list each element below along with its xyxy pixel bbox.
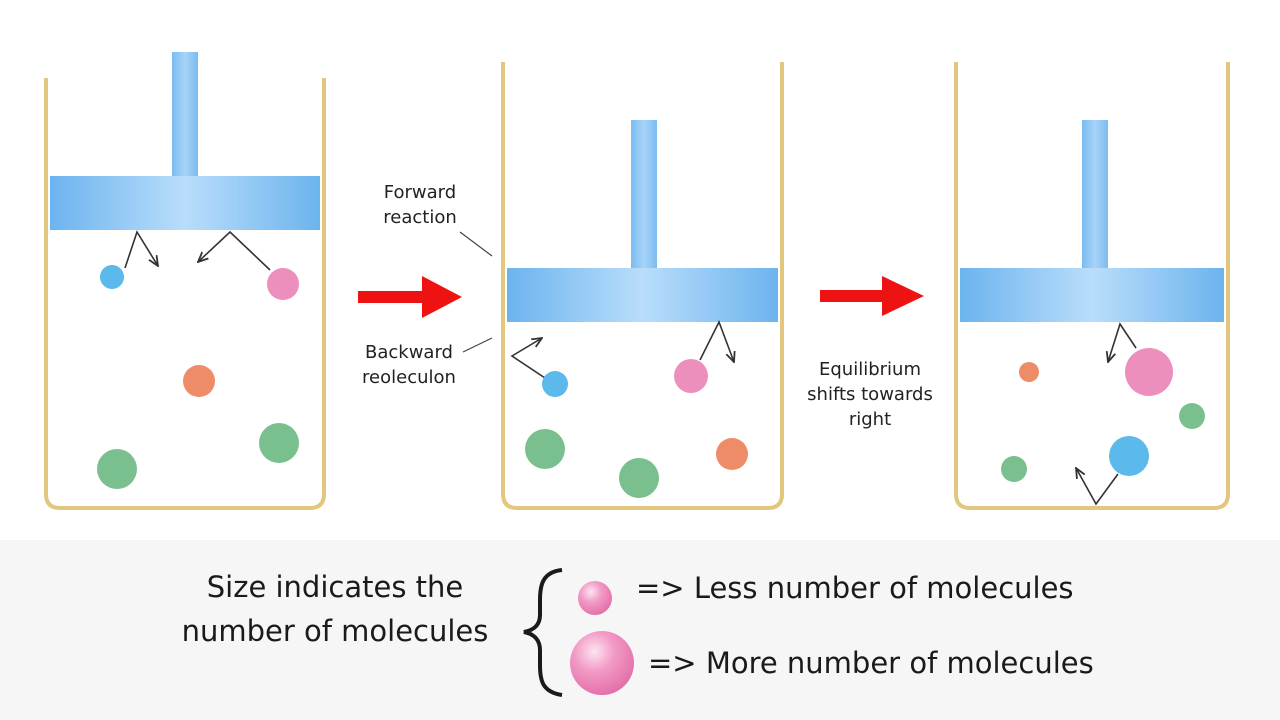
equilibrium-label-line1: Equilibrium — [819, 359, 921, 380]
legend-small-sphere-icon — [578, 581, 612, 615]
beaker-3-bounce-arrow-bottom — [1076, 468, 1119, 506]
molecule-blue — [542, 371, 568, 397]
beaker-2-piston-rod — [631, 120, 657, 270]
red-arrow-1-shaft — [358, 291, 426, 303]
legend-background — [0, 540, 1280, 720]
legend-more-label: => More number of molecules — [648, 646, 1094, 680]
beaker-1-wall — [44, 78, 326, 510]
equilibrium-label-line2: shifts towards — [807, 384, 933, 405]
legend-size-caption: Size indicates the number of molecules — [150, 565, 520, 653]
legend-brace — [523, 568, 563, 697]
beaker-2-bounce-arrow-left — [510, 338, 546, 379]
backward-label-line1: Backward — [365, 342, 453, 363]
legend-less-label: => Less number of molecules — [636, 571, 1074, 605]
beaker-2-piston — [507, 268, 778, 322]
beaker-3-piston — [960, 268, 1224, 322]
beaker-1-bounce-arrow-right — [198, 230, 271, 271]
molecule-blue — [100, 265, 124, 289]
red-arrow-2-shaft — [820, 290, 886, 302]
beaker-2 — [501, 62, 784, 510]
beaker-1-piston — [50, 176, 320, 230]
molecule-green — [97, 449, 137, 489]
molecule-green — [1179, 403, 1205, 429]
beaker-3-bounce-arrow-top — [1108, 322, 1137, 362]
forward-label-line1: Forward — [383, 182, 457, 203]
beaker-3-piston-rod — [1082, 120, 1108, 270]
beaker-1-piston-rod — [172, 52, 198, 178]
molecule-orange — [716, 438, 748, 470]
legend-large-sphere-icon — [570, 631, 634, 695]
molecule-pink — [674, 359, 708, 393]
molecule-green — [259, 423, 299, 463]
molecule-green — [525, 429, 565, 469]
backward-pointer-line — [462, 337, 493, 353]
molecule-pink — [267, 268, 299, 300]
backward-reaction-label: Backward reoleculon — [348, 340, 470, 390]
forward-pointer-line — [459, 231, 493, 257]
molecule-orange — [1019, 362, 1039, 382]
molecule-orange — [183, 365, 215, 397]
beaker-2-bounce-arrow-right — [699, 320, 734, 362]
red-arrow-1 — [358, 276, 462, 318]
beaker-1 — [44, 52, 326, 510]
backward-label-line2: reoleculon — [362, 367, 456, 388]
red-arrow-2-head — [882, 276, 924, 316]
legend-size-line2: number of molecules — [181, 614, 489, 648]
forward-reaction-label: Forward reaction — [360, 180, 480, 230]
molecule-green — [1001, 456, 1027, 482]
equilibrium-label: Equilibrium shifts towards right — [790, 357, 950, 432]
equilibrium-label-line3: right — [848, 409, 892, 430]
red-arrow-1-head — [422, 276, 462, 318]
legend-size-line1: Size indicates the — [206, 570, 464, 604]
red-arrow-2 — [820, 276, 924, 316]
molecule-pink — [1125, 348, 1173, 396]
beaker-1-bounce-arrow-left — [124, 230, 158, 269]
beaker-3-wall — [954, 62, 1230, 510]
molecule-green — [619, 458, 659, 498]
forward-label-line2: reaction — [383, 207, 457, 228]
beaker-3 — [954, 62, 1230, 510]
molecule-blue — [1109, 436, 1149, 476]
legend-graphics — [523, 568, 634, 697]
beaker-2-wall — [501, 62, 784, 510]
